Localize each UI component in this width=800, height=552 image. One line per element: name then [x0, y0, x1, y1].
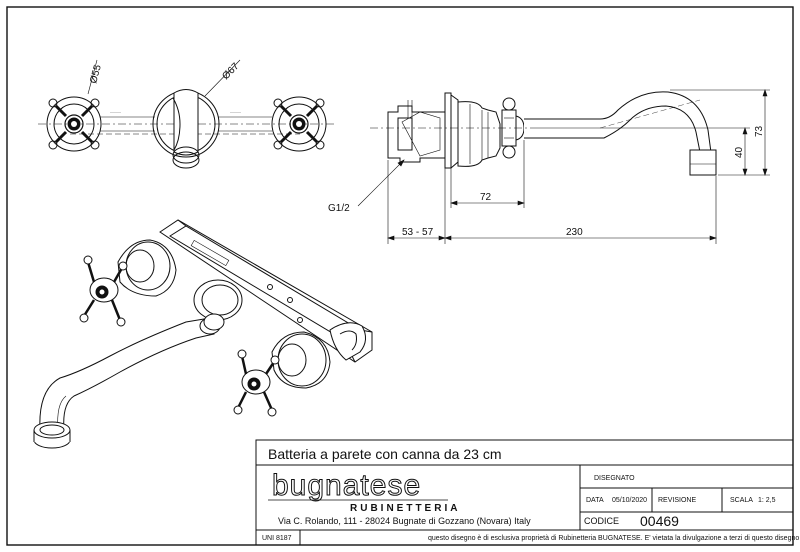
scala-label: SCALA — [730, 497, 753, 504]
right-cross-handle — [271, 96, 327, 152]
brand-subtitle: RUBINETTERIA — [350, 503, 460, 514]
codice-value: 00469 — [640, 513, 679, 529]
front-view: ----------- ----------- — [38, 59, 335, 169]
title-block — [255, 439, 794, 546]
dim-230: 230 — [566, 227, 583, 238]
dim-diameter-55: Ø55 — [88, 63, 104, 85]
data-value: 05/10/2020 — [612, 497, 647, 504]
dim-diameter-67: Ø67 — [220, 61, 241, 82]
drawing-title: Batteria a parete con canna da 23 cm — [268, 446, 501, 462]
isometric-view — [33, 219, 373, 449]
title-block-text: Batteria a parete con canna da 23 cm bug… — [262, 446, 799, 542]
brand-logo: bugnatese — [272, 469, 421, 502]
dim-40: 40 — [734, 146, 745, 158]
dim-thread-g12: G1/2 — [328, 203, 350, 214]
certification: UNI 8187 — [262, 535, 292, 542]
scala-value: 1: 2,5 — [758, 497, 776, 504]
dim-53-57: 53 - 57 — [402, 227, 434, 238]
revisione-label: REVISIONE — [658, 497, 696, 504]
dim-72: 72 — [480, 192, 492, 203]
company-address: Via C. Rolando, 111 - 28024 Bugnate di G… — [278, 516, 531, 526]
side-view — [370, 91, 717, 176]
ownership-notice: questo disegno è di esclusiva proprietà … — [428, 535, 799, 542]
left-cross-handle — [46, 96, 102, 152]
disegnato-label: DISEGNATO — [594, 475, 635, 482]
codice-label: CODICE — [584, 516, 619, 526]
side-view-dimensions — [357, 89, 770, 244]
center-spout-rosette — [152, 89, 220, 169]
dim-73: 73 — [754, 125, 765, 137]
svg-text:-----------: ----------- — [110, 110, 121, 114]
svg-text:-----------: ----------- — [230, 110, 241, 114]
data-label: DATA — [586, 497, 604, 504]
